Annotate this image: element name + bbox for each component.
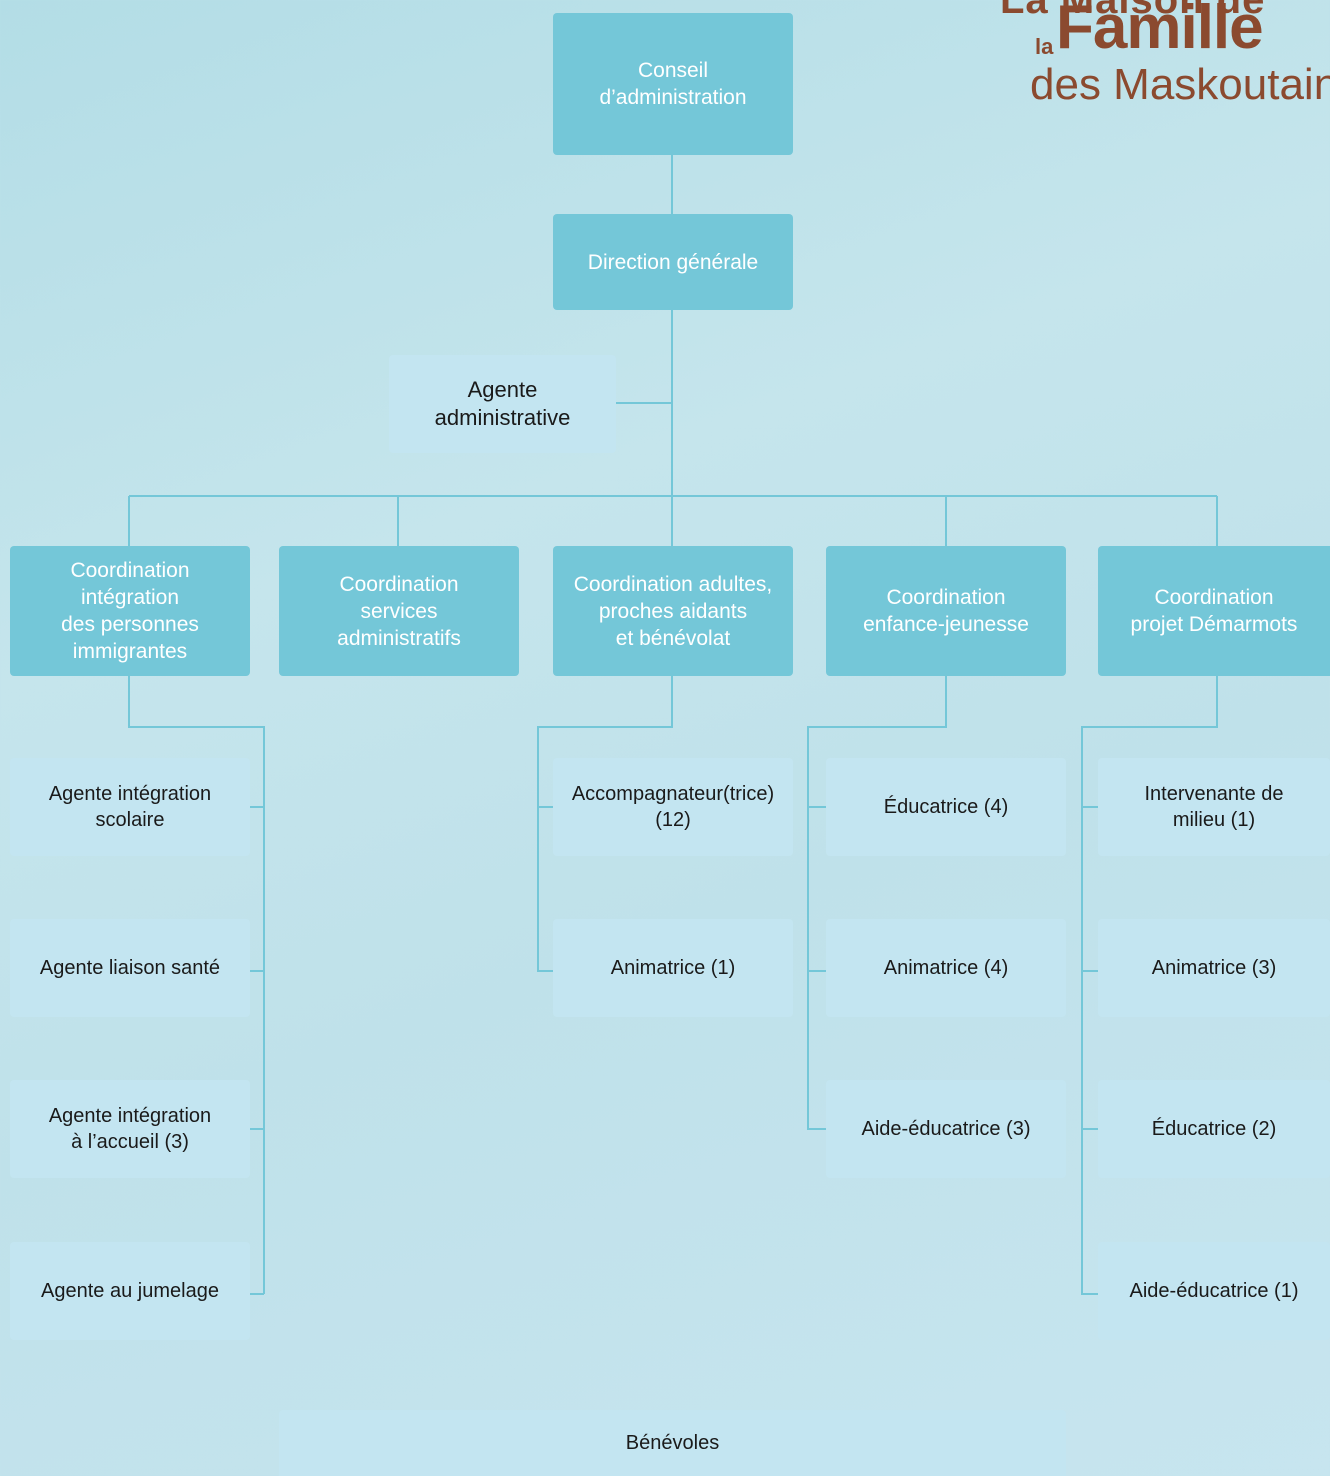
staff-box: Aide-éducatrice (1) bbox=[1098, 1242, 1330, 1340]
staff-box: Agente intégration scolaire bbox=[10, 758, 250, 856]
direction-box: Direction générale bbox=[553, 214, 793, 310]
connector-col5-spine bbox=[1081, 676, 1218, 1295]
admin-agent-box: Agente administrative bbox=[389, 355, 616, 453]
coordination-adults-box: Coordination adultes, proches aidants et… bbox=[553, 546, 793, 676]
logo-des: des Maskoutains bbox=[1030, 60, 1330, 109]
staff-box: Éducatrice (4) bbox=[826, 758, 1066, 856]
staff-box: Animatrice (1) bbox=[553, 919, 793, 1017]
staff-box: Éducatrice (2) bbox=[1098, 1080, 1330, 1178]
staff-box: Animatrice (3) bbox=[1098, 919, 1330, 1017]
logo-famille: Famille bbox=[1056, 0, 1264, 62]
connector-col3-spine bbox=[537, 676, 673, 972]
staff-box: Intervenante de milieu (1) bbox=[1098, 758, 1330, 856]
connector-col1-spine bbox=[128, 676, 265, 1294]
logo-la: la bbox=[1035, 34, 1054, 59]
staff-box: Animatrice (4) bbox=[826, 919, 1066, 1017]
logo-line1: La Maison de bbox=[1000, 0, 1266, 22]
staff-box: Agente liaison santé bbox=[10, 919, 250, 1017]
coordination-integration-box: Coordination intégration des personnes i… bbox=[10, 546, 250, 676]
board-box: Conseil d’administration bbox=[553, 13, 793, 155]
coordination-demarmots-box: Coordination projet Démarmots bbox=[1098, 546, 1330, 676]
coordination-childhood-box: Coordination enfance-jeunesse bbox=[826, 546, 1066, 676]
staff-box: Agente intégration à l’accueil (3) bbox=[10, 1080, 250, 1178]
connector-col4-spine bbox=[807, 676, 947, 1130]
staff-box: Agente au jumelage bbox=[10, 1242, 250, 1340]
coordination-admin-services-box: Coordination services administratifs bbox=[279, 546, 519, 676]
staff-box: Accompagnateur(trice) (12) bbox=[553, 758, 793, 856]
volunteers-box: Bénévoles bbox=[279, 1410, 1066, 1476]
staff-box: Aide-éducatrice (3) bbox=[826, 1080, 1066, 1178]
